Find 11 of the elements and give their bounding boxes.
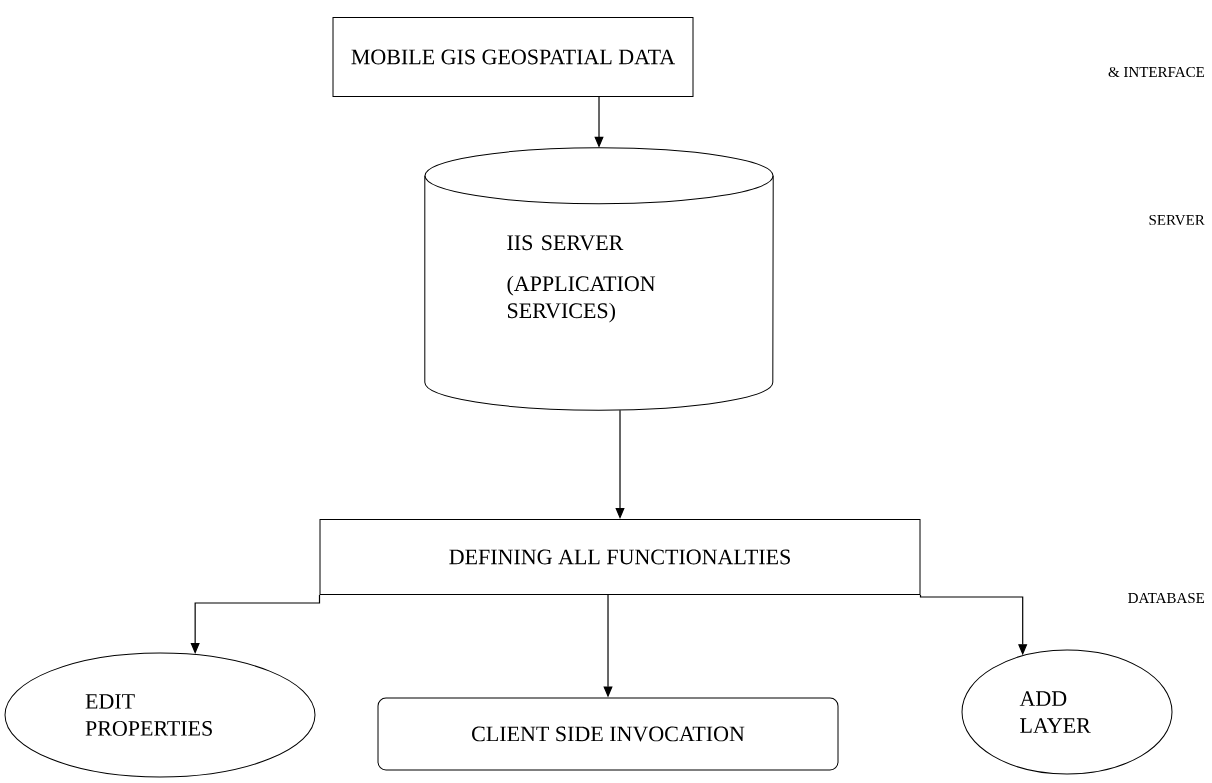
- side-label: & INTERFACE: [1108, 66, 1205, 78]
- ellipse-node: ADD LAYER: [961, 649, 1173, 775]
- side-label: SERVER: [1149, 214, 1205, 226]
- node-label: IIS SERVER: [507, 235, 624, 251]
- process-box: MOBILE GIS GEOSPATIAL DATA: [332, 17, 694, 97]
- ellipse-node: EDIT PROPERTIES: [4, 652, 316, 778]
- process-box: DEFINING ALL FUNCTIONALTIES: [319, 519, 921, 595]
- side-label: DATABASE: [1128, 592, 1205, 603]
- rounded-box: CLIENT SIDE INVOCATION: [377, 697, 839, 771]
- database-cylinder: IIS SERVER (APPLICATION SERVICES): [424, 147, 774, 411]
- node-label: (APPLICATION SERVICES): [507, 275, 656, 323]
